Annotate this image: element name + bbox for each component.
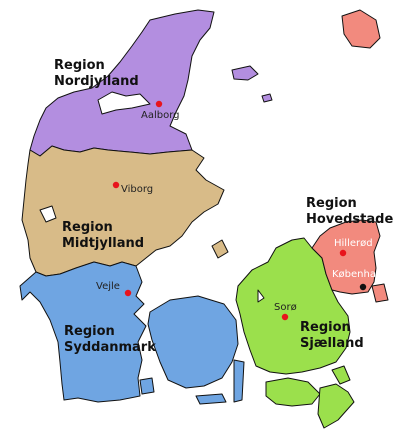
island-bornholm [341,9,381,49]
region-midtjylland[interactable] [21,145,225,277]
label-line: Region [54,58,105,73]
region-nordjylland[interactable] [29,9,215,157]
label-region-syddanmark: Region Syddanmark [64,324,156,356]
island-anholt [261,93,273,103]
label-line: Syddanmark [64,340,156,355]
region-syddanmark[interactable] [19,261,239,403]
label-region-hovedstaden: Region Hovedstaden [306,196,393,228]
island-als [139,377,155,395]
region-hovedstaden[interactable] [311,219,381,295]
city-label-hillerod: Hillerød [334,238,373,249]
city-label-aalborg: Aalborg [141,110,180,121]
island-amager [371,283,389,303]
label-line: Sjælland [300,336,364,351]
label-region-midtjylland: Region Midtjylland [62,220,144,252]
label-region-nordjylland: Region Nordjylland [54,58,139,90]
island-langeland [233,359,245,403]
region-sjaelland[interactable] [235,237,355,429]
label-line: Region [64,324,115,339]
island-samso [211,239,229,259]
city-label-kobenhavn: København [332,269,389,280]
label-line: Nordjylland [54,74,139,89]
city-label-viborg: Viborg [121,184,154,195]
island-laeso [231,65,259,81]
label-line: Hovedstaden [306,212,393,227]
label-line: Region [62,220,113,235]
label-region-sjaelland: Region Sjælland [300,320,364,352]
label-line: Midtjylland [62,236,145,251]
city-label-vejle: Vejle [96,281,120,292]
label-line: Region [300,320,351,335]
label-line: Region [306,196,357,211]
island-aero [195,393,227,405]
city-label-soro: Sorø [274,302,297,313]
